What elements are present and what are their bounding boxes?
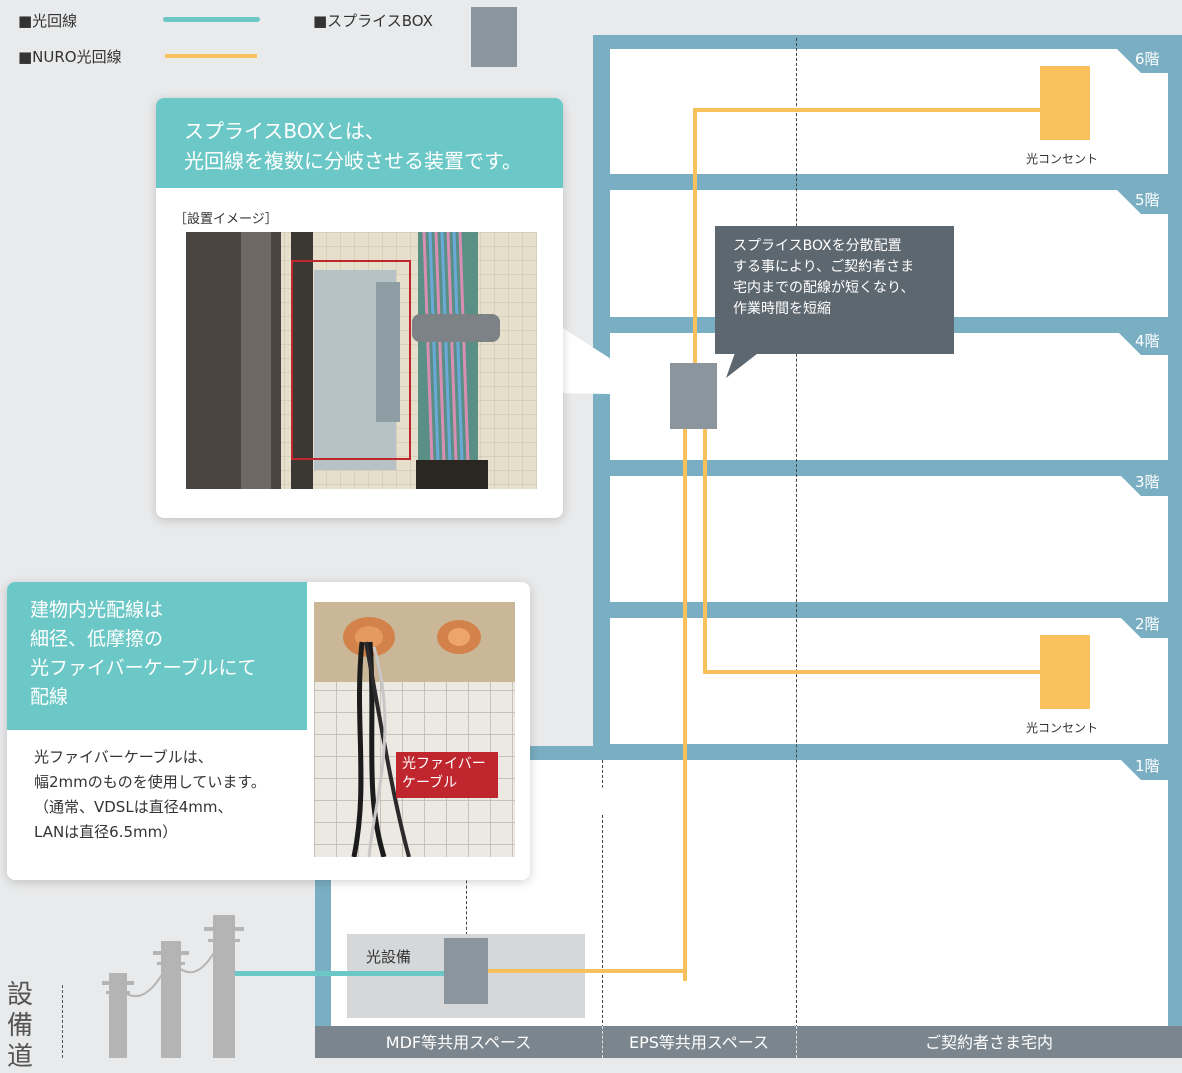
divider-mdf-inner — [466, 860, 467, 940]
legend-fiber-swatch — [163, 17, 260, 22]
outlet-floor6-label: 光コンセント — [1026, 152, 1099, 166]
legend-splice-swatch — [471, 7, 517, 67]
callout-top-pointer — [555, 323, 667, 395]
splice-note-pointer — [726, 350, 762, 378]
zone-mdf: MDF等共用スペース — [385, 1033, 532, 1052]
callout-top-card: スプライスBOXとは、 光回線を複数に分岐させる装置です。 ［設置イメージ］ — [156, 98, 563, 518]
nuro-line-floor6 — [693, 108, 1043, 112]
nuro-line-equipment — [486, 969, 687, 973]
fiber-cable-photo-image — [314, 602, 515, 857]
callout-top-title: スプライスBOXとは、 光回線を複数に分岐させる装置です。 — [184, 119, 522, 173]
legend-fiber-label: ■光回線 — [18, 12, 78, 30]
divider-mdf-eps — [602, 760, 603, 1028]
splice-box-equipment — [444, 938, 488, 1004]
legend-splice-label: ■スプライスBOX — [313, 12, 433, 30]
callout-top-caption: ［設置イメージ］ — [174, 212, 278, 227]
utility-poles — [102, 915, 244, 1058]
side-label-text: 設備道 — [7, 980, 34, 1072]
callout-bottom-header: 建物内光配線は 細径、低摩擦の 光ファイバーケーブルにて 配線 — [7, 582, 307, 730]
callout-top-header: スプライスBOXとは、 光回線を複数に分岐させる装置です。 — [156, 98, 563, 188]
zone-residence: ご契約者さま宅内 — [924, 1033, 1053, 1052]
splice-box-floor4 — [670, 363, 717, 429]
nuro-line-floor2 — [703, 670, 1043, 674]
zone-band — [315, 1026, 1182, 1058]
splice-box-photo — [186, 232, 537, 489]
side-label: 設備道 — [7, 980, 37, 1073]
legend-nuro-swatch — [165, 54, 257, 58]
zone-eps: EPS等共用スペース — [629, 1033, 769, 1052]
outlet-floor6 — [1040, 66, 1090, 140]
zone-divider-2 — [796, 1026, 797, 1058]
splice-box-photo-image — [186, 232, 537, 489]
fiber-line-incoming — [230, 971, 447, 976]
zone-divider-1 — [602, 1026, 603, 1058]
callout-bottom-pointer — [520, 765, 666, 825]
equipment-label: 光設備 — [366, 948, 412, 966]
nuro-riser-floor2 — [703, 425, 707, 673]
floor-3-room — [610, 476, 1168, 602]
splice-note: スプライスBOXを分散配置 する事により、ご契約者さま 宅内までの配線が短くなり… — [715, 226, 954, 354]
nuro-riser-upper — [693, 110, 697, 370]
divider-eps-residence — [796, 38, 797, 1028]
callout-bottom-body: 光ファイバーケーブルは、 幅2mmのものを使用しています。 （通常、VDSLは直… — [34, 748, 266, 841]
side-label-divider — [62, 985, 63, 1058]
callout-bottom-card: 建物内光配線は 細径、低摩擦の 光ファイバーケーブルにて 配線 光ファイバーケー… — [7, 582, 530, 880]
outlet-floor2 — [1040, 635, 1090, 709]
outlet-floor2-label: 光コンセント — [1026, 721, 1099, 735]
fiber-cable-photo: 光ファイバー ケーブル — [314, 602, 515, 857]
nuro-riser-main — [683, 425, 687, 981]
legend-nuro-label: ■NURO光回線 — [18, 48, 122, 66]
callout-bottom-title: 建物内光配線は 細径、低摩擦の 光ファイバーケーブルにて 配線 — [30, 599, 257, 708]
fiber-cable-tag: 光ファイバー ケーブル — [396, 752, 498, 798]
